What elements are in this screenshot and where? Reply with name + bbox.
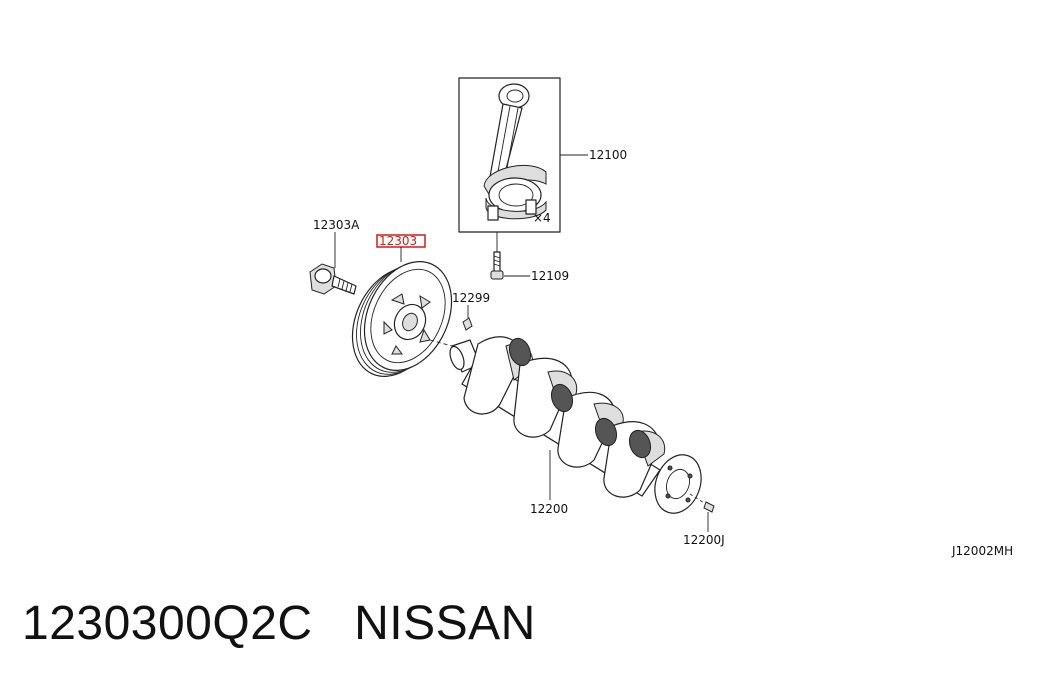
pulley-bolt-illustration [309, 263, 357, 295]
conrod-bolt-illustration [490, 251, 504, 280]
crank-pulley-group: 12303 [351, 234, 453, 377]
label-12200: 12200 [530, 502, 568, 516]
pilot-bushing-illustration [703, 501, 715, 513]
crank-pulley-illustration [351, 261, 453, 377]
label-12303a: 12303A [313, 218, 360, 232]
label-12109: 12109 [531, 269, 569, 283]
connecting-rod-illustration [483, 83, 547, 221]
label-12200j: 12200J [683, 533, 725, 547]
part-number: 1230300Q2C [22, 597, 313, 650]
conrod-bolt-group: 12109 [490, 232, 569, 283]
label-quantity: ×4 [533, 211, 551, 225]
label-12303: 12303 [379, 234, 417, 248]
pulley-bolt-group: 12303A [309, 218, 360, 295]
connecting-rod-group: 12100 ×4 [458, 77, 627, 233]
part-number-caption: 1230300Q2C NISSAN [22, 596, 536, 651]
woodruff-key-illustration [462, 317, 473, 331]
pilot-bushing-group: 12200J [683, 493, 725, 547]
crankshaft-group: 12200 [429, 336, 702, 516]
diagram-code: J12002MH [951, 544, 1013, 558]
label-12299: 12299 [452, 291, 490, 305]
crankshaft-illustration [449, 336, 702, 514]
label-12100: 12100 [589, 148, 627, 162]
woodruff-key-group: 12299 [452, 291, 490, 331]
brand-name: NISSAN [354, 597, 536, 650]
